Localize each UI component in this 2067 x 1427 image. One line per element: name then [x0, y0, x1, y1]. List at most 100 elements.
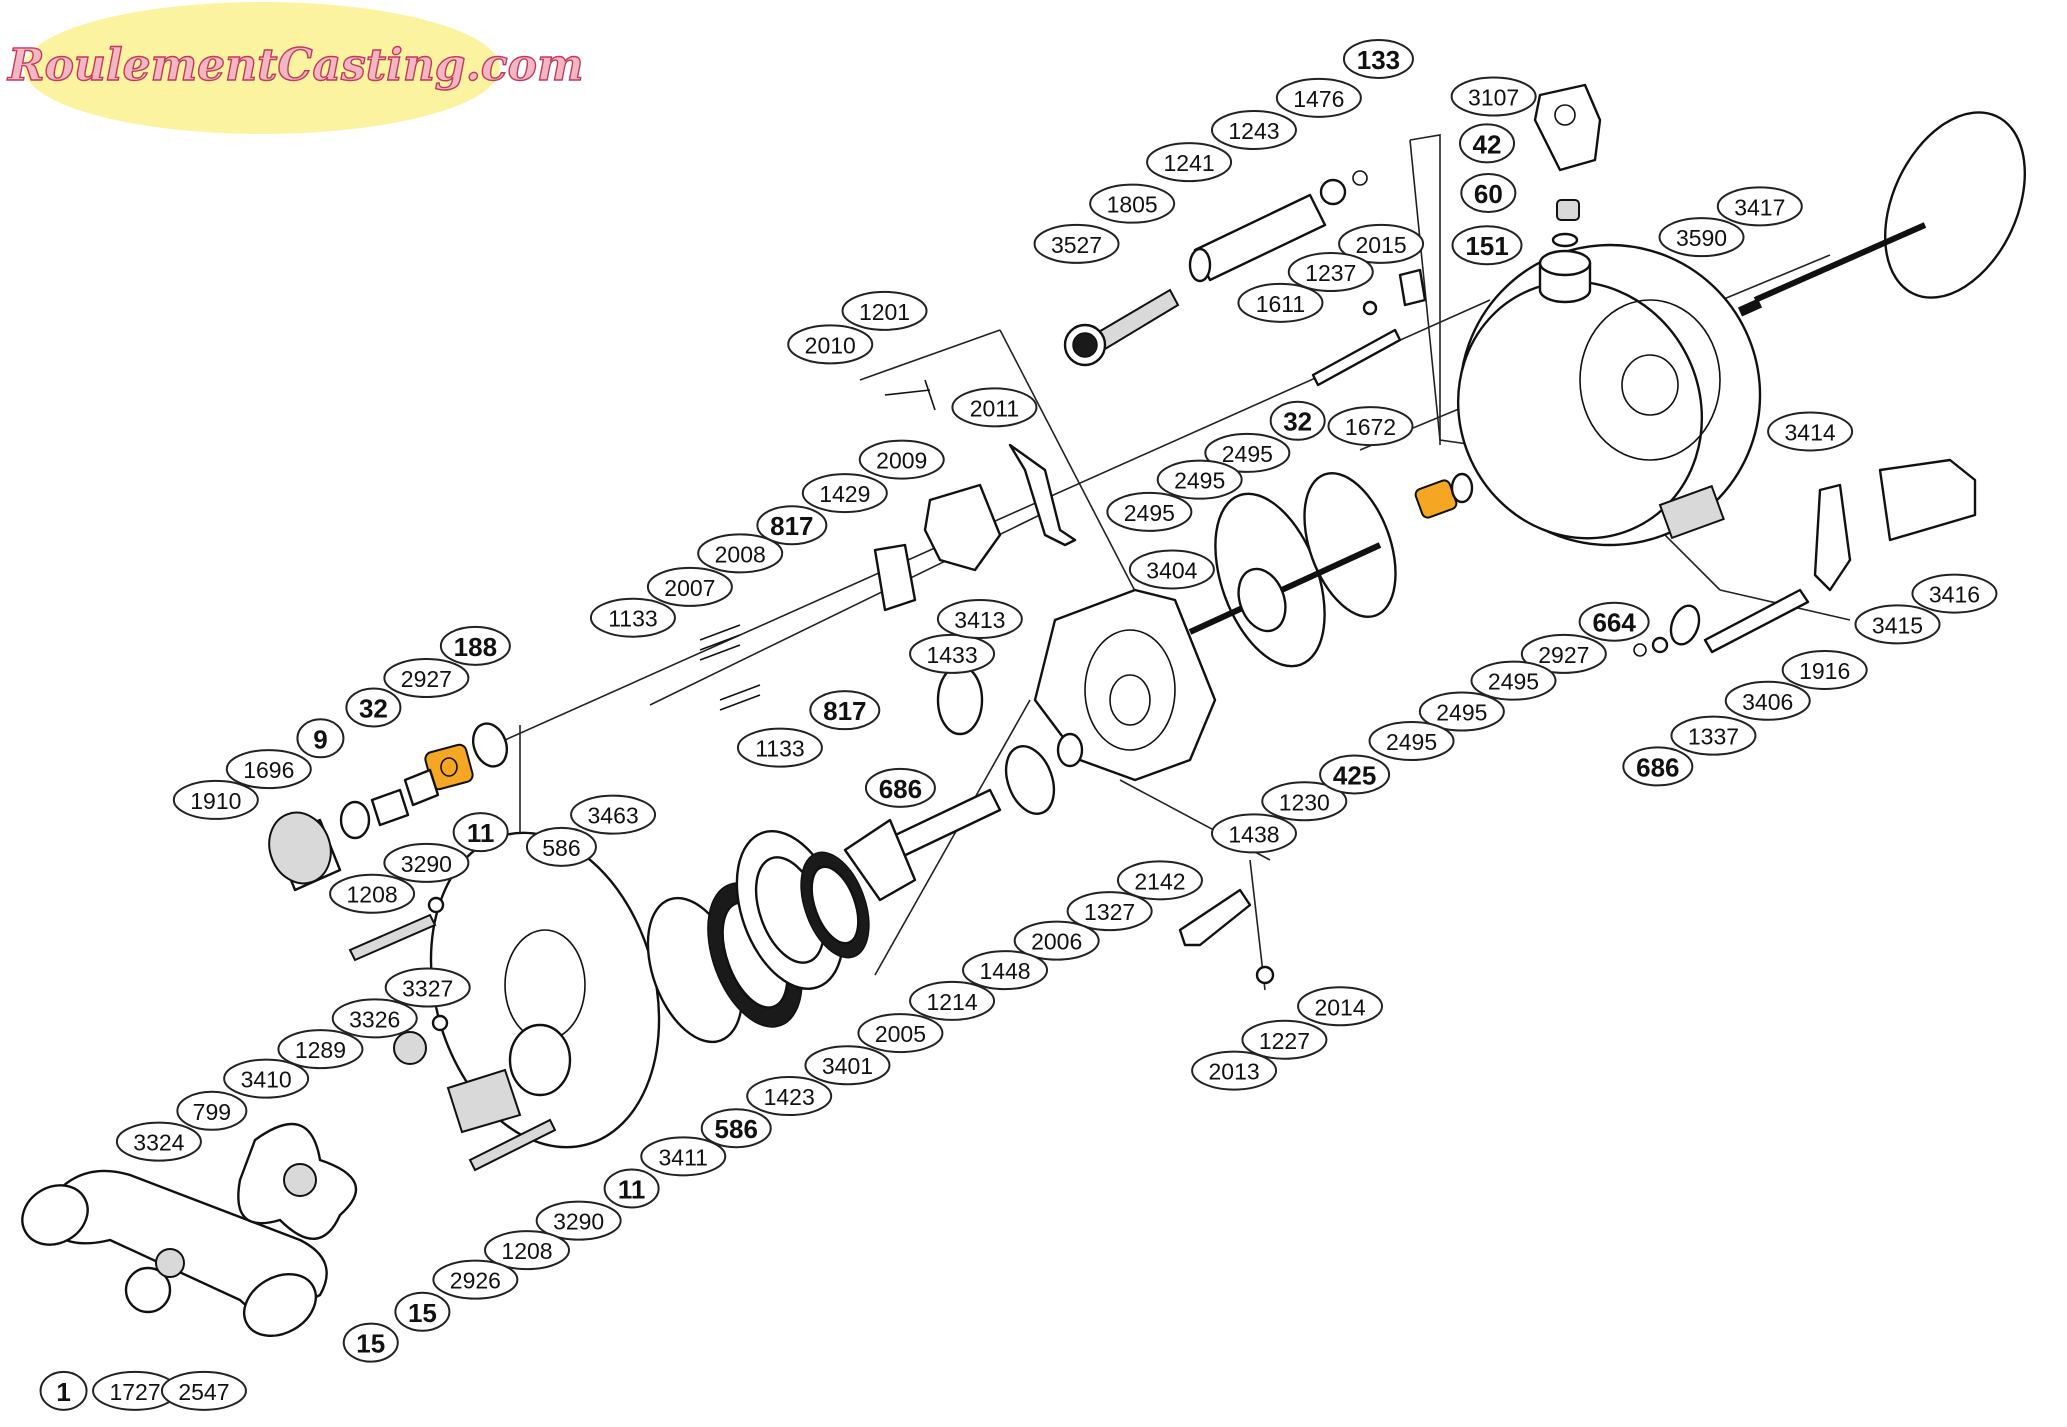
callout-3410: 3410: [223, 1058, 310, 1099]
callout-oval: [1116, 860, 1203, 901]
callout-11: 11: [603, 1168, 660, 1209]
callout-oval: [1297, 986, 1384, 1027]
callout-2495: 2495: [1368, 720, 1455, 761]
callout-oval: [345, 687, 402, 728]
callout-3290: 3290: [535, 1200, 622, 1241]
callout-number: 2014: [1314, 994, 1365, 1020]
callout-oval: [1911, 573, 1998, 614]
bearing-left: [424, 722, 509, 791]
callout-oval: [1724, 680, 1811, 721]
callout-number: 1230: [1279, 789, 1330, 815]
callout-oval: [1319, 754, 1391, 795]
callout-188: 188: [439, 625, 511, 666]
callout-number: 2011: [970, 395, 1019, 421]
callout-1243: 1243: [1210, 109, 1297, 150]
callout-number: 817: [823, 696, 866, 726]
callout-oval: [160, 1370, 247, 1411]
callout-oval: [746, 1076, 833, 1117]
callout-number: 11: [467, 818, 495, 848]
callout-oval: [384, 967, 471, 1008]
callout-oval: [909, 633, 996, 674]
callout-number: 1727: [109, 1379, 160, 1405]
callout-oval: [864, 767, 936, 808]
callout-11: 11: [452, 812, 509, 853]
callout-oval: [1451, 225, 1523, 266]
callout-number: 9: [313, 724, 327, 754]
callout-oval: [484, 1230, 571, 1271]
callout-oval: [342, 1322, 399, 1363]
callout-oval: [1781, 649, 1868, 690]
callout-1433: 1433: [909, 633, 996, 674]
callout-number: 3413: [954, 607, 1005, 633]
callout-3415: 3415: [1854, 604, 1941, 645]
callout-42: 42: [1459, 123, 1516, 164]
callout-number: 133: [1357, 45, 1400, 75]
callout-number: 2005: [875, 1021, 926, 1047]
callout-60: 60: [1460, 172, 1517, 213]
callout-oval: [329, 873, 416, 914]
callout-oval: [756, 505, 828, 546]
pin-part: [1311, 268, 1427, 387]
callout-oval: [1327, 406, 1414, 447]
callout-817: 817: [756, 505, 828, 546]
callout-2495: 2495: [1106, 491, 1193, 532]
callout-number: 1423: [764, 1084, 815, 1110]
callout-number: 425: [1333, 760, 1376, 790]
callout-number: 2495: [1174, 468, 1225, 494]
callout-number: 1289: [295, 1037, 346, 1063]
logo-background: [24, 2, 500, 134]
callout-oval: [1033, 223, 1120, 264]
callout-number: 2926: [450, 1268, 501, 1294]
callout-1214: 1214: [909, 980, 996, 1021]
callout-1289: 1289: [277, 1029, 364, 1070]
callout-number: 1208: [347, 882, 398, 908]
callout-2007: 2007: [646, 566, 733, 607]
callout-number: 1208: [501, 1238, 552, 1264]
callout-817: 817: [809, 690, 881, 731]
callout-oval: [1089, 183, 1176, 224]
callout-2011: 2011: [951, 387, 1038, 428]
callout-number: 1133: [608, 606, 657, 632]
callout-oval: [1191, 1050, 1278, 1091]
callout-number: 2495: [1124, 500, 1175, 526]
callout-number: 1476: [1293, 86, 1344, 112]
callout-number: 1133: [755, 736, 804, 762]
callout-1208: 1208: [484, 1230, 571, 1271]
callout-number: 3324: [133, 1130, 184, 1156]
callout-1241: 1241: [1146, 142, 1233, 183]
callout-number: 2495: [1488, 669, 1539, 695]
callout-number: 664: [1592, 608, 1636, 638]
callout-3107: 3107: [1450, 76, 1537, 117]
callout-oval: [394, 1291, 451, 1332]
callout-3417: 3417: [1716, 186, 1803, 227]
callout-number: 2495: [1436, 699, 1487, 725]
callout-number: 1438: [1228, 821, 1279, 847]
callout-799: 799: [176, 1090, 248, 1131]
callout-1805: 1805: [1089, 183, 1176, 224]
brand-logo: RoulementCasting.com: [5, 2, 584, 134]
callout-1448: 1448: [962, 950, 1049, 991]
callout-number: 586: [542, 835, 580, 861]
callout-3414: 3414: [1767, 411, 1854, 452]
callout-oval: [277, 1029, 364, 1070]
spool-part: [1188, 472, 1397, 668]
callout-oval: [1210, 813, 1297, 854]
callout-number: 42: [1473, 129, 1502, 159]
callout-oval: [951, 387, 1038, 428]
callout-oval: [1460, 172, 1517, 213]
callout-425: 425: [1319, 754, 1391, 795]
callout-2008: 2008: [697, 533, 784, 574]
callout-number: 3527: [1051, 232, 1102, 258]
callout-oval: [603, 1168, 660, 1209]
side-plate-part: [1033, 588, 1217, 782]
callout-oval: [432, 1259, 519, 1300]
callout-number: 1237: [1305, 260, 1356, 286]
callout-1696: 1696: [225, 749, 312, 790]
callout-oval: [1287, 252, 1374, 293]
callout-oval: [1716, 186, 1803, 227]
callout-oval: [857, 1013, 944, 1054]
callout-oval: [1269, 400, 1326, 441]
callout-oval: [296, 718, 345, 759]
callout-number: 188: [454, 632, 497, 662]
callout-number: 1910: [190, 788, 241, 814]
